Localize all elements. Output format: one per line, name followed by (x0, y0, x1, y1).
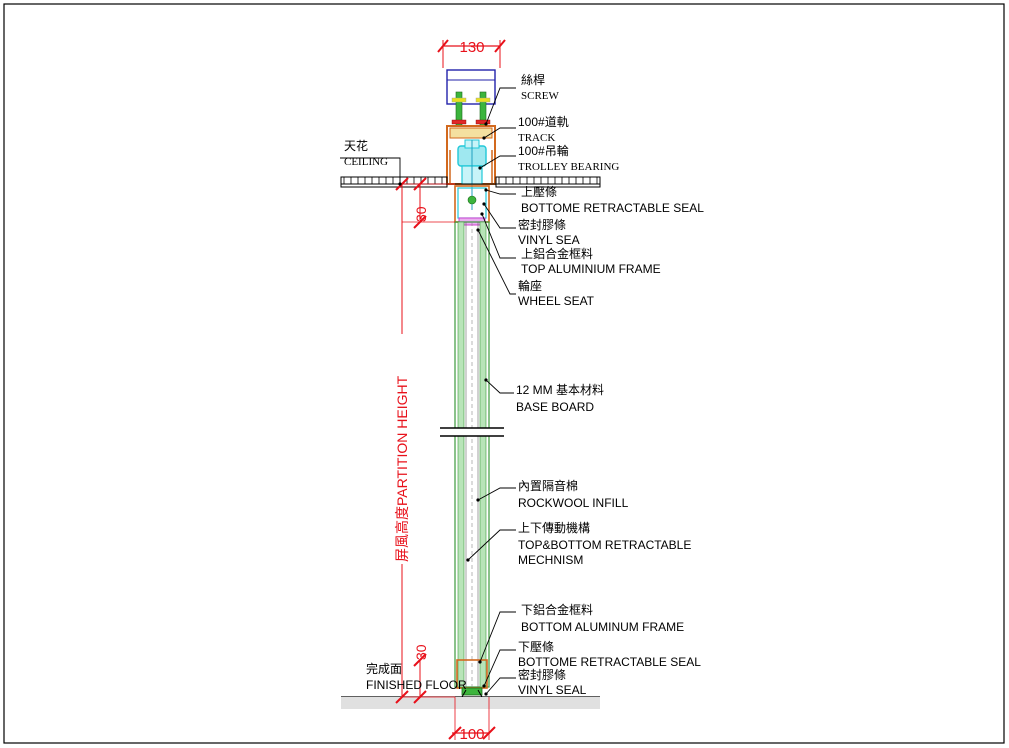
track-label-en: TRACK (518, 132, 555, 144)
bottom-seal-label-cn: 下壓條 (518, 640, 554, 654)
floor-label-cn: 完成面 (366, 661, 402, 676)
trolley-bearing (457, 139, 487, 219)
bottom-seal-label-en: BOTTOME RETRACTABLE SEAL (518, 655, 701, 669)
panel-break-line (440, 427, 504, 437)
ceiling-label-en: CEILING (344, 156, 388, 168)
vinyl-top-label-cn: 密封膠條 (518, 217, 566, 232)
wheel-seat-label-en: WHEEL SEAT (518, 294, 595, 308)
sheet-border (3, 3, 1005, 744)
partition-height-dimension: 屏風高度PARTITION HEIGHT 30 30 (394, 177, 455, 704)
trolley-label-cn: 100#吊輪 (518, 143, 569, 158)
bottom-frame-label-cn: 下鋁合金框料 (521, 602, 593, 617)
vinyl-bottom-label-cn: 密封膠條 (518, 667, 566, 682)
top-width-dimension: 130 (437, 39, 506, 68)
ceiling (340, 176, 601, 188)
trolley-label-en: TROLLEY BEARING (518, 161, 619, 173)
bottom-gap-value: 30 (413, 644, 429, 660)
bottom-frame (456, 659, 488, 698)
vinyl-top-label-en: VINYL SEA (518, 233, 580, 247)
top-gap-value: 30 (413, 206, 429, 222)
partition-height-label: 屏風高度PARTITION HEIGHT (394, 375, 410, 562)
rockwool-label-cn: 內置隔音棉 (518, 478, 578, 493)
bottom-width-dimension: 100 (448, 697, 496, 743)
top-frame-label-en: TOP ALUMINIUM FRAME (521, 262, 661, 276)
partition-panel (454, 221, 490, 688)
track-label-cn: 100#道軌 (518, 114, 569, 129)
rockwool-label-en: ROCKWOOL INFILL (518, 496, 629, 510)
wheel-seat-label-cn: 輪座 (518, 278, 542, 293)
base-board-label-en: BASE BOARD (516, 400, 594, 414)
top-width-value: 130 (459, 39, 484, 56)
base-board-label-cn: 12 MM 基本材料 (516, 383, 604, 397)
screw-label-en: SCREW (521, 90, 560, 102)
leader-dots (398, 122, 488, 696)
screw-label-cn: 絲桿 (521, 72, 545, 87)
bottom-width-value: 100 (459, 726, 484, 743)
ceiling-label-cn: 天花 (344, 138, 368, 153)
top-frame-label-cn: 上鋁合金框料 (521, 246, 593, 261)
mech-label-en-1: TOP&BOTTOM RETRACTABLE (518, 538, 691, 552)
mech-label-en-2: MECHNISM (518, 553, 583, 567)
top-seal-label-en: BOTTOME RETRACTABLE SEAL (521, 201, 704, 215)
top-seal-label-cn: 上壓條 (521, 185, 557, 199)
mech-label-cn: 上下傳動機構 (518, 520, 590, 535)
finished-floor (341, 696, 600, 709)
vinyl-bottom-label-en: VINYL SEAL (518, 683, 587, 697)
bottom-frame-label-en: BOTTOM ALUMINUM FRAME (521, 620, 684, 634)
floor-label-en: FINISHED FLOOR (366, 678, 467, 692)
leader-lines (340, 87, 516, 695)
